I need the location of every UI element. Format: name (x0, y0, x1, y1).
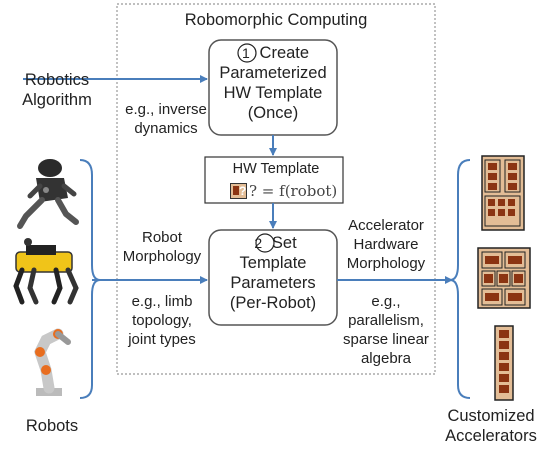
parallel-line1: e.g., (371, 293, 401, 310)
robots-brace (79, 159, 101, 399)
step1-line1: Create (259, 44, 310, 62)
step2-number: 2 (254, 235, 263, 251)
step2-line2: Template (239, 254, 307, 272)
step2-text: 2 Set Template Parameters (Per-Robot) (209, 233, 337, 313)
limb-note: e.g., limb topology, joint types (118, 292, 206, 349)
algorithm-label: Robotics Algorithm (2, 70, 112, 110)
accelerators-label-line1: Customized (447, 407, 535, 425)
step2-number-circle (255, 233, 275, 253)
quadruped-robot-image (13, 238, 79, 305)
template-formula: ?? = f(robot) (230, 182, 337, 200)
inverse-dynamics-line2: dynamics (134, 120, 198, 137)
template-label: HW Template (232, 161, 320, 177)
accelerators-label-line2: Accelerators (445, 427, 537, 445)
template-formula-text: ? = f(robot) (249, 182, 338, 200)
robot-morphology-line1: Robot (141, 229, 183, 246)
accelerators-brace (449, 159, 471, 399)
parallelism-note: e.g., parallelism, sparse linear algebra (340, 292, 432, 368)
step2-line4: (Per-Robot) (229, 294, 317, 312)
template-block-icon: ? (230, 183, 247, 199)
inverse-dynamics-line1: e.g., inverse (125, 101, 207, 118)
robot-arm-image (34, 328, 71, 396)
accelerator-chip-2 (477, 247, 531, 309)
inverse-dynamics-note: e.g., inverse dynamics (118, 100, 214, 138)
algorithm-label-line2: Algorithm (22, 91, 92, 109)
robot-morphology-note: Robot Morphology (118, 228, 206, 266)
accelerator-chip-1 (481, 155, 525, 231)
algorithm-label-line1: Robotics (24, 71, 90, 89)
accel-morph-line2: Hardware (353, 236, 419, 253)
accelerators-label: Customized Accelerators (432, 406, 550, 446)
parallel-line3: sparse linear (343, 331, 429, 348)
diagram-title: Robomorphic Computing (184, 11, 368, 29)
step1-line2: Parameterized (219, 64, 327, 82)
step2-box (208, 229, 338, 326)
accel-morph-line1: Accelerator (348, 217, 424, 234)
accel-morph-line3: Morphology (346, 255, 426, 272)
step2-line1: Set (271, 234, 297, 252)
template-box (204, 156, 344, 204)
limb-line2: topology, (132, 312, 192, 329)
robot-morphology-line2: Morphology (122, 248, 202, 265)
step2-line3: Parameters (230, 274, 316, 292)
step1-number-circle (237, 43, 257, 63)
parallel-line2: parallelism, (348, 312, 424, 329)
limb-line1: e.g., limb (131, 293, 193, 310)
step1-text: 1 Create Parameterized HW Template (Once… (209, 43, 337, 123)
limb-line3: joint types (128, 331, 196, 348)
accelerator-morphology-note: Accelerator Hardware Morphology (340, 216, 432, 273)
robots-label: Robots (25, 417, 79, 435)
humanoid-robot-image (17, 159, 79, 229)
step1-number: 1 (242, 45, 250, 61)
accelerator-chip-3 (494, 325, 514, 401)
step1-line3: HW Template (223, 84, 323, 102)
parallel-line4: algebra (360, 350, 412, 367)
step1-line4: (Once) (247, 104, 299, 122)
